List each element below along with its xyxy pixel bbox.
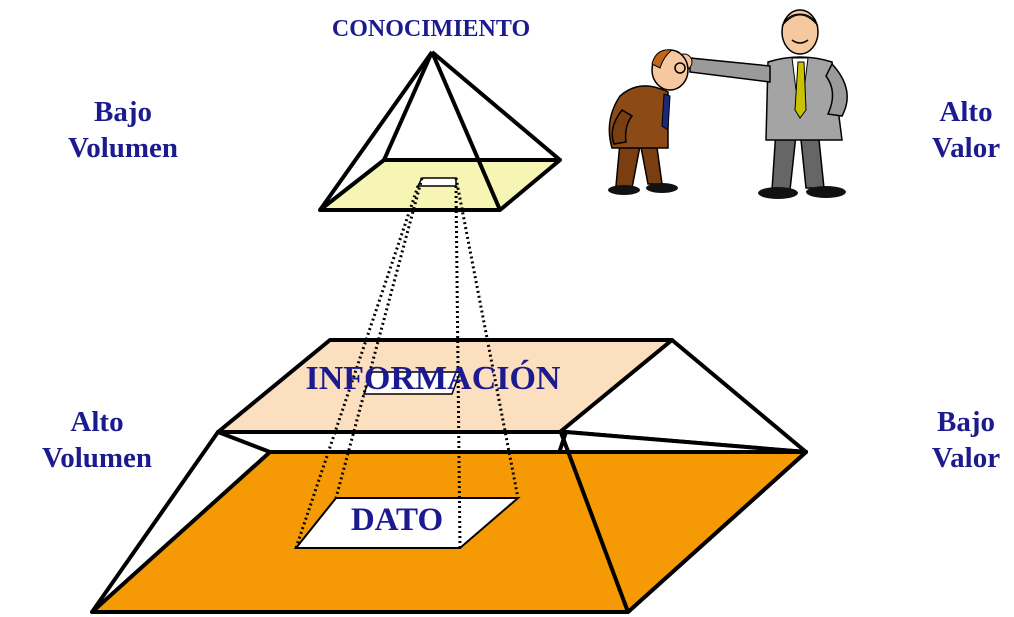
label-bajo-valor-line-2: Valor xyxy=(931,442,1001,475)
label-dato: DATO xyxy=(350,502,444,538)
pyramid-edge-left-front xyxy=(318,50,434,212)
label-alto-valor-line-2: Valor xyxy=(931,132,1001,165)
label-informacion: INFORMACIÓN xyxy=(305,360,561,397)
label-bajo-valor-line-1: Bajo xyxy=(937,406,995,438)
frustum-right-top-edge xyxy=(670,338,808,454)
top-pyramid xyxy=(318,50,562,212)
manager-figure xyxy=(675,9,848,199)
projection-line-4 xyxy=(454,177,520,499)
pyramid-edge-right-back xyxy=(430,50,562,162)
label-alto-valor-line-1: Alto xyxy=(939,96,993,128)
employee-figure xyxy=(608,49,689,195)
pyramid-edge-right-front xyxy=(430,51,502,211)
projection-line-3 xyxy=(454,185,462,549)
knowledge-window xyxy=(416,177,457,187)
bottom-frustum xyxy=(90,338,808,614)
label-bajo-volumen-line-2: Volumen xyxy=(67,132,179,165)
label-alto-volumen-line-1: Alto xyxy=(70,406,124,438)
label-alto-valor: Alto Valor xyxy=(896,94,1014,167)
frustum-front-right-edge xyxy=(558,429,630,613)
label-bajo-volumen: Bajo Volumen xyxy=(48,94,198,167)
frustum-left-edge xyxy=(90,430,220,614)
manager-employee-illustration xyxy=(608,9,848,199)
dato-rectangle xyxy=(293,497,521,549)
projection-line-1 xyxy=(294,185,420,549)
label-bajo-valor: Bajo Valor xyxy=(896,404,1014,477)
label-conocimiento: CONOCIMIENTO xyxy=(331,16,531,42)
label-bajo-volumen-line-1: Bajo xyxy=(94,96,152,128)
label-alto-volumen-line-2: Volumen xyxy=(41,442,153,475)
pyramid-edge-left-back xyxy=(382,51,434,161)
label-alto-volumen: Alto Volumen xyxy=(22,404,172,477)
projection-line-2 xyxy=(334,177,424,499)
projection-lines xyxy=(294,177,520,549)
